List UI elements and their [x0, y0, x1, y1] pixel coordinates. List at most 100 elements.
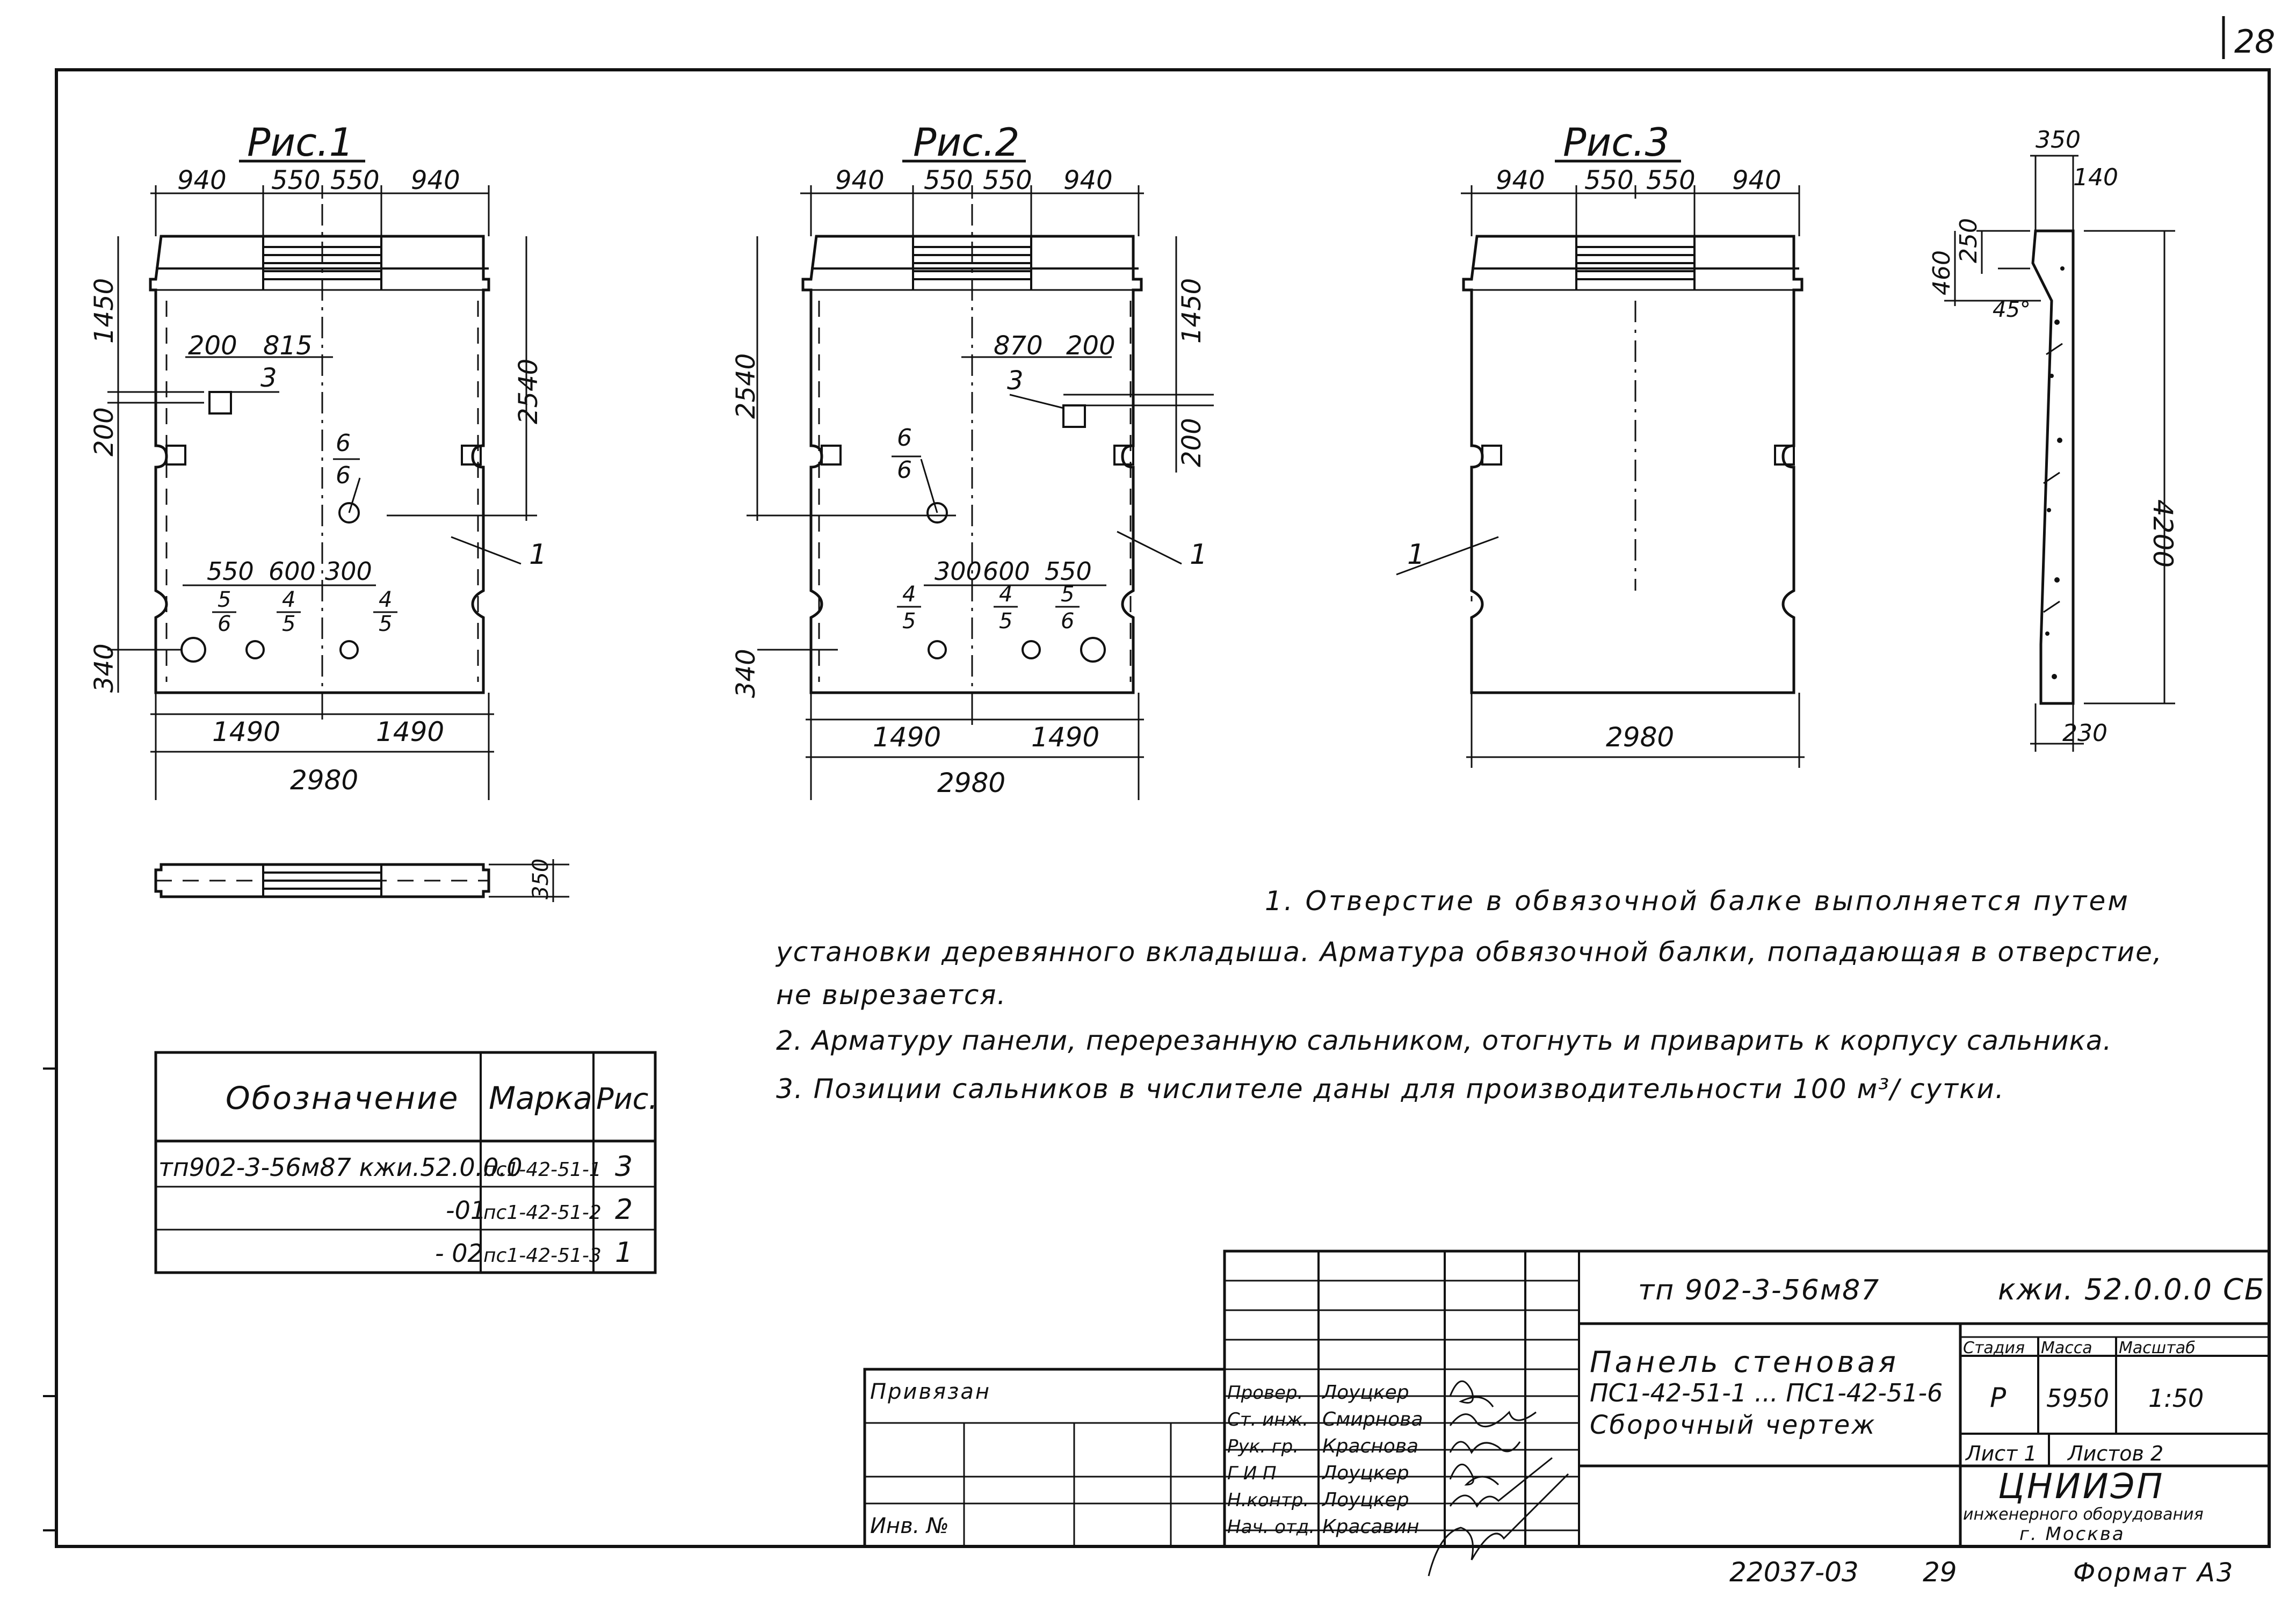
fig1-dim-top-4: 940: [411, 165, 460, 195]
fig2-callout-4a: 4: [902, 582, 916, 607]
fig1-dim-right-1: 2540: [513, 359, 544, 424]
fig1-dim-top-2: 550: [271, 165, 321, 195]
fig2-dim-top-4: 940: [1063, 165, 1113, 195]
fig2-dim-bot-1: 1490: [873, 722, 941, 753]
scale-label: Масштаб: [2119, 1339, 2196, 1357]
inv-label: Инв. №: [870, 1514, 949, 1538]
fig2-dim-right-2: 200: [1177, 418, 1207, 467]
table-row-2-designation: -01: [446, 1196, 486, 1225]
fig1-callout-3: 3: [260, 363, 277, 393]
format-label: Формат А3: [2073, 1558, 2234, 1588]
table-row-1-designation: тп902-3-56м87 кжи.52.0.0.0: [158, 1153, 522, 1182]
section-dim-5: 45°: [1993, 297, 2031, 322]
fig1-callout-6c: 6: [218, 612, 231, 636]
spec-table: Обозначение Марка Рис. тп902-3-56м87 кжи…: [154, 1051, 658, 1274]
fig1-callout-4b: 4: [379, 587, 392, 612]
fig2-callout-6a: 6: [897, 424, 912, 452]
table-header-mark: Марка: [489, 1080, 592, 1116]
fig2-dim-bot-2: 1490: [1031, 722, 1099, 753]
fig1-dim-in-1: 200: [188, 331, 237, 361]
fig1-callout-5c: 5: [379, 612, 392, 636]
fig1-callout-4a: 4: [282, 587, 295, 612]
fig1-callout-5b: 5: [282, 612, 295, 636]
fig2-callout-5a: 5: [902, 609, 916, 634]
figure-3: Рис.3 940 550 550 940 1 2980: [1396, 120, 1805, 768]
fig1-dim-bot-2: 1490: [376, 716, 444, 747]
fig2-callout-6c: 6: [1061, 609, 1074, 634]
note-line-3: не вырезается.: [776, 979, 1006, 1011]
fig1-dim-left-3: 340: [89, 643, 119, 693]
table-row-2-mark: пс1-42-51-2: [483, 1202, 602, 1224]
fig1-dim-left-1: 1450: [89, 278, 119, 344]
table-row-3-designation: - 02: [435, 1239, 483, 1268]
sheets-label: Листов 2: [2067, 1442, 2163, 1465]
sig-role-1: Провер.: [1227, 1382, 1303, 1404]
fig2-dim-in-5: 550: [1045, 557, 1092, 586]
stage-label: Стадия: [1963, 1339, 2025, 1357]
sheet-label: Лист 1: [1965, 1442, 2037, 1465]
fig1-callout-5a: 5: [218, 587, 231, 612]
sig-role-3: Рук. гр.: [1227, 1436, 1299, 1457]
stage-value: Р: [1990, 1382, 2007, 1413]
note-line-5: 3. Позиции сальников в числителе даны дл…: [776, 1073, 2005, 1105]
mass-label: Масса: [2041, 1339, 2092, 1357]
project-code: тп 902-3-56м87: [1638, 1274, 1880, 1306]
archive-sheet: 29: [1923, 1557, 1957, 1588]
fig1-callout-6a: 6: [336, 430, 351, 457]
fig3-callout-1: 1: [1407, 539, 1425, 571]
fig1-dim-left-2: 200: [89, 407, 119, 456]
sig-name-2: Смирнова: [1322, 1408, 1423, 1430]
fig2-callout-5c: 5: [1061, 582, 1074, 607]
title-block: Привязан Инв. № Провер. Лоуцкер Ст. инж.…: [863, 1250, 2271, 1577]
title-line-2: ПС1-42-51-1 ... ПС1-42-51-6: [1590, 1378, 1943, 1407]
section-view: 350 140 250 460 45° 4200 230: [1928, 126, 2178, 752]
fig2-callout-6b: 6: [897, 456, 912, 484]
figure-2: Рис.2 940 550 550 940 2540 340 1450: [731, 120, 1214, 800]
fig1-title: Рис.1: [247, 120, 354, 165]
fig1-dim-top-1: 940: [177, 165, 227, 195]
fig2-dim-in-1: 870: [994, 331, 1043, 361]
table-row-1-fig: 3: [615, 1151, 633, 1183]
fig1-dim-top-3: 550: [330, 165, 380, 195]
fig1-dim-in-2: 815: [263, 331, 313, 361]
fig2-dim-left-1: 2540: [731, 353, 761, 419]
note-line-2: установки деревянного вкладыша. Арматура…: [775, 936, 2163, 968]
fig1-dim-in-4: 600: [269, 557, 316, 586]
fig1-dim-bot-1: 1490: [212, 716, 280, 747]
fig2-dim-left-2: 340: [731, 649, 761, 698]
fig2-dim-top-3: 550: [983, 165, 1032, 195]
fig2-callout-5b: 5: [999, 609, 1012, 634]
org-city: г. Москва: [2019, 1523, 2125, 1545]
org-line-2: инженерного оборудования: [1963, 1505, 2204, 1524]
table-header-fig: Рис.: [596, 1082, 658, 1116]
fig3-dim-top-3: 550: [1646, 165, 1696, 195]
figure-1: Рис.1 940 550 550 940 1450 200 340: [89, 120, 547, 800]
section-dim-7: 230: [2062, 720, 2107, 747]
plan-view: 350: [154, 859, 569, 902]
fig1-dim-bot-3: 2980: [290, 765, 358, 796]
section-dim-6: 4200: [2147, 499, 2178, 568]
fig2-dim-top-1: 940: [835, 165, 885, 195]
fig2-callout-4b: 4: [999, 582, 1012, 607]
fig2-dim-top-2: 550: [924, 165, 973, 195]
sig-name-4: Лоуцкер: [1321, 1462, 1409, 1484]
fig2-dim-bot-3: 2980: [937, 767, 1005, 798]
fig2-callout-1: 1: [1190, 539, 1207, 571]
sig-role-5: Н.контр.: [1227, 1490, 1309, 1511]
plan-dim-1: 350: [528, 859, 553, 899]
fig2-dim-in-4: 600: [983, 557, 1030, 586]
fig3-title: Рис.3: [1563, 120, 1670, 165]
table-row-3-mark: пс1-42-51-3: [483, 1245, 602, 1267]
notes: 1. Отверстие в обвязочной балке выполняе…: [775, 885, 2163, 1105]
fig3-dim-top-4: 940: [1732, 165, 1781, 195]
signature-scribbles: [1428, 1380, 1569, 1577]
sig-role-2: Ст. инж.: [1227, 1409, 1308, 1430]
note-line-1: 1. Отверстие в обвязочной балке выполняе…: [1265, 885, 2130, 917]
table-row-2-fig: 2: [615, 1194, 633, 1226]
fig1-dim-in-5: 300: [325, 557, 372, 586]
sig-name-5: Лоуцкер: [1321, 1489, 1409, 1511]
fig1-dim-in-3: 550: [207, 557, 254, 586]
fig3-dim-top-2: 550: [1584, 165, 1634, 195]
section-dim-3: 250: [1955, 218, 1982, 263]
fig1-callout-6b: 6: [336, 462, 351, 489]
